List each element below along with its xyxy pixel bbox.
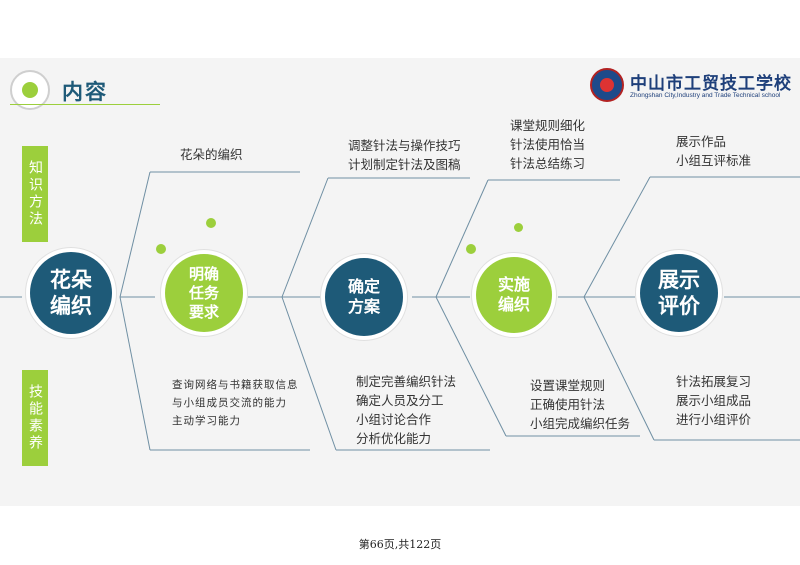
decor-dot-icon <box>514 223 523 232</box>
node-implement-weaving[interactable]: 实施 编织 <box>476 257 552 333</box>
note-plan-top: 调整针法与操作技巧 计划制定针法及图稿 <box>348 138 461 172</box>
page-number: 第66页,共122页 <box>358 538 442 551</box>
page-title: 内容 <box>62 80 108 104</box>
school-name-cn: 中山市工贸技工学校 <box>630 74 792 94</box>
decor-dot-icon <box>466 244 476 254</box>
node-determine-plan[interactable]: 确定 方案 <box>325 258 403 336</box>
note-show-top: 展示作品 小组互评标准 <box>676 134 752 168</box>
slide: 内容 中山市工贸技工学校 Zhongshan City,Industry and… <box>0 58 800 506</box>
decor-dot-icon <box>206 218 216 228</box>
node-flower-weaving[interactable]: 花朵 编织 <box>30 252 112 334</box>
connector-lines <box>0 171 800 451</box>
note-show-bottom: 针法拓展复习 展示小组成品 进行小组评价 <box>676 374 752 427</box>
header-dot-icon <box>22 82 38 98</box>
decor-dot-icon <box>156 244 166 254</box>
note-exec-top: 课堂规则细化 针法使用恰当 针法总结练习 <box>510 118 586 171</box>
note-task-bottom: 查询网络与书籍获取信息 与小组成员交流的能力 主动学习能力 <box>172 379 299 427</box>
note-task-top: 花朵的编织 <box>180 147 243 162</box>
school-logo: 中山市工贸技工学校 Zhongshan City,Industry and Tr… <box>590 68 792 106</box>
school-name-en: Zhongshan City,Industry and Trade Techni… <box>630 92 781 99</box>
side-label-skills: 技能素养 <box>22 370 48 466</box>
title-underline <box>10 104 160 105</box>
note-exec-bottom: 设置课堂规则 正确使用针法 小组完成编织任务 <box>530 378 631 431</box>
note-plan-bottom: 制定完善编织针法 确定人员及分工 小组讨论合作 分析优化能力 <box>356 374 457 446</box>
node-clarify-task[interactable]: 明确 任务 要求 <box>165 254 243 332</box>
side-label-knowledge: 知识方法 <box>22 146 48 242</box>
node-show-evaluate[interactable]: 展示 评价 <box>640 254 718 332</box>
header-circle-icon <box>10 70 50 110</box>
school-seal-icon <box>590 68 624 102</box>
